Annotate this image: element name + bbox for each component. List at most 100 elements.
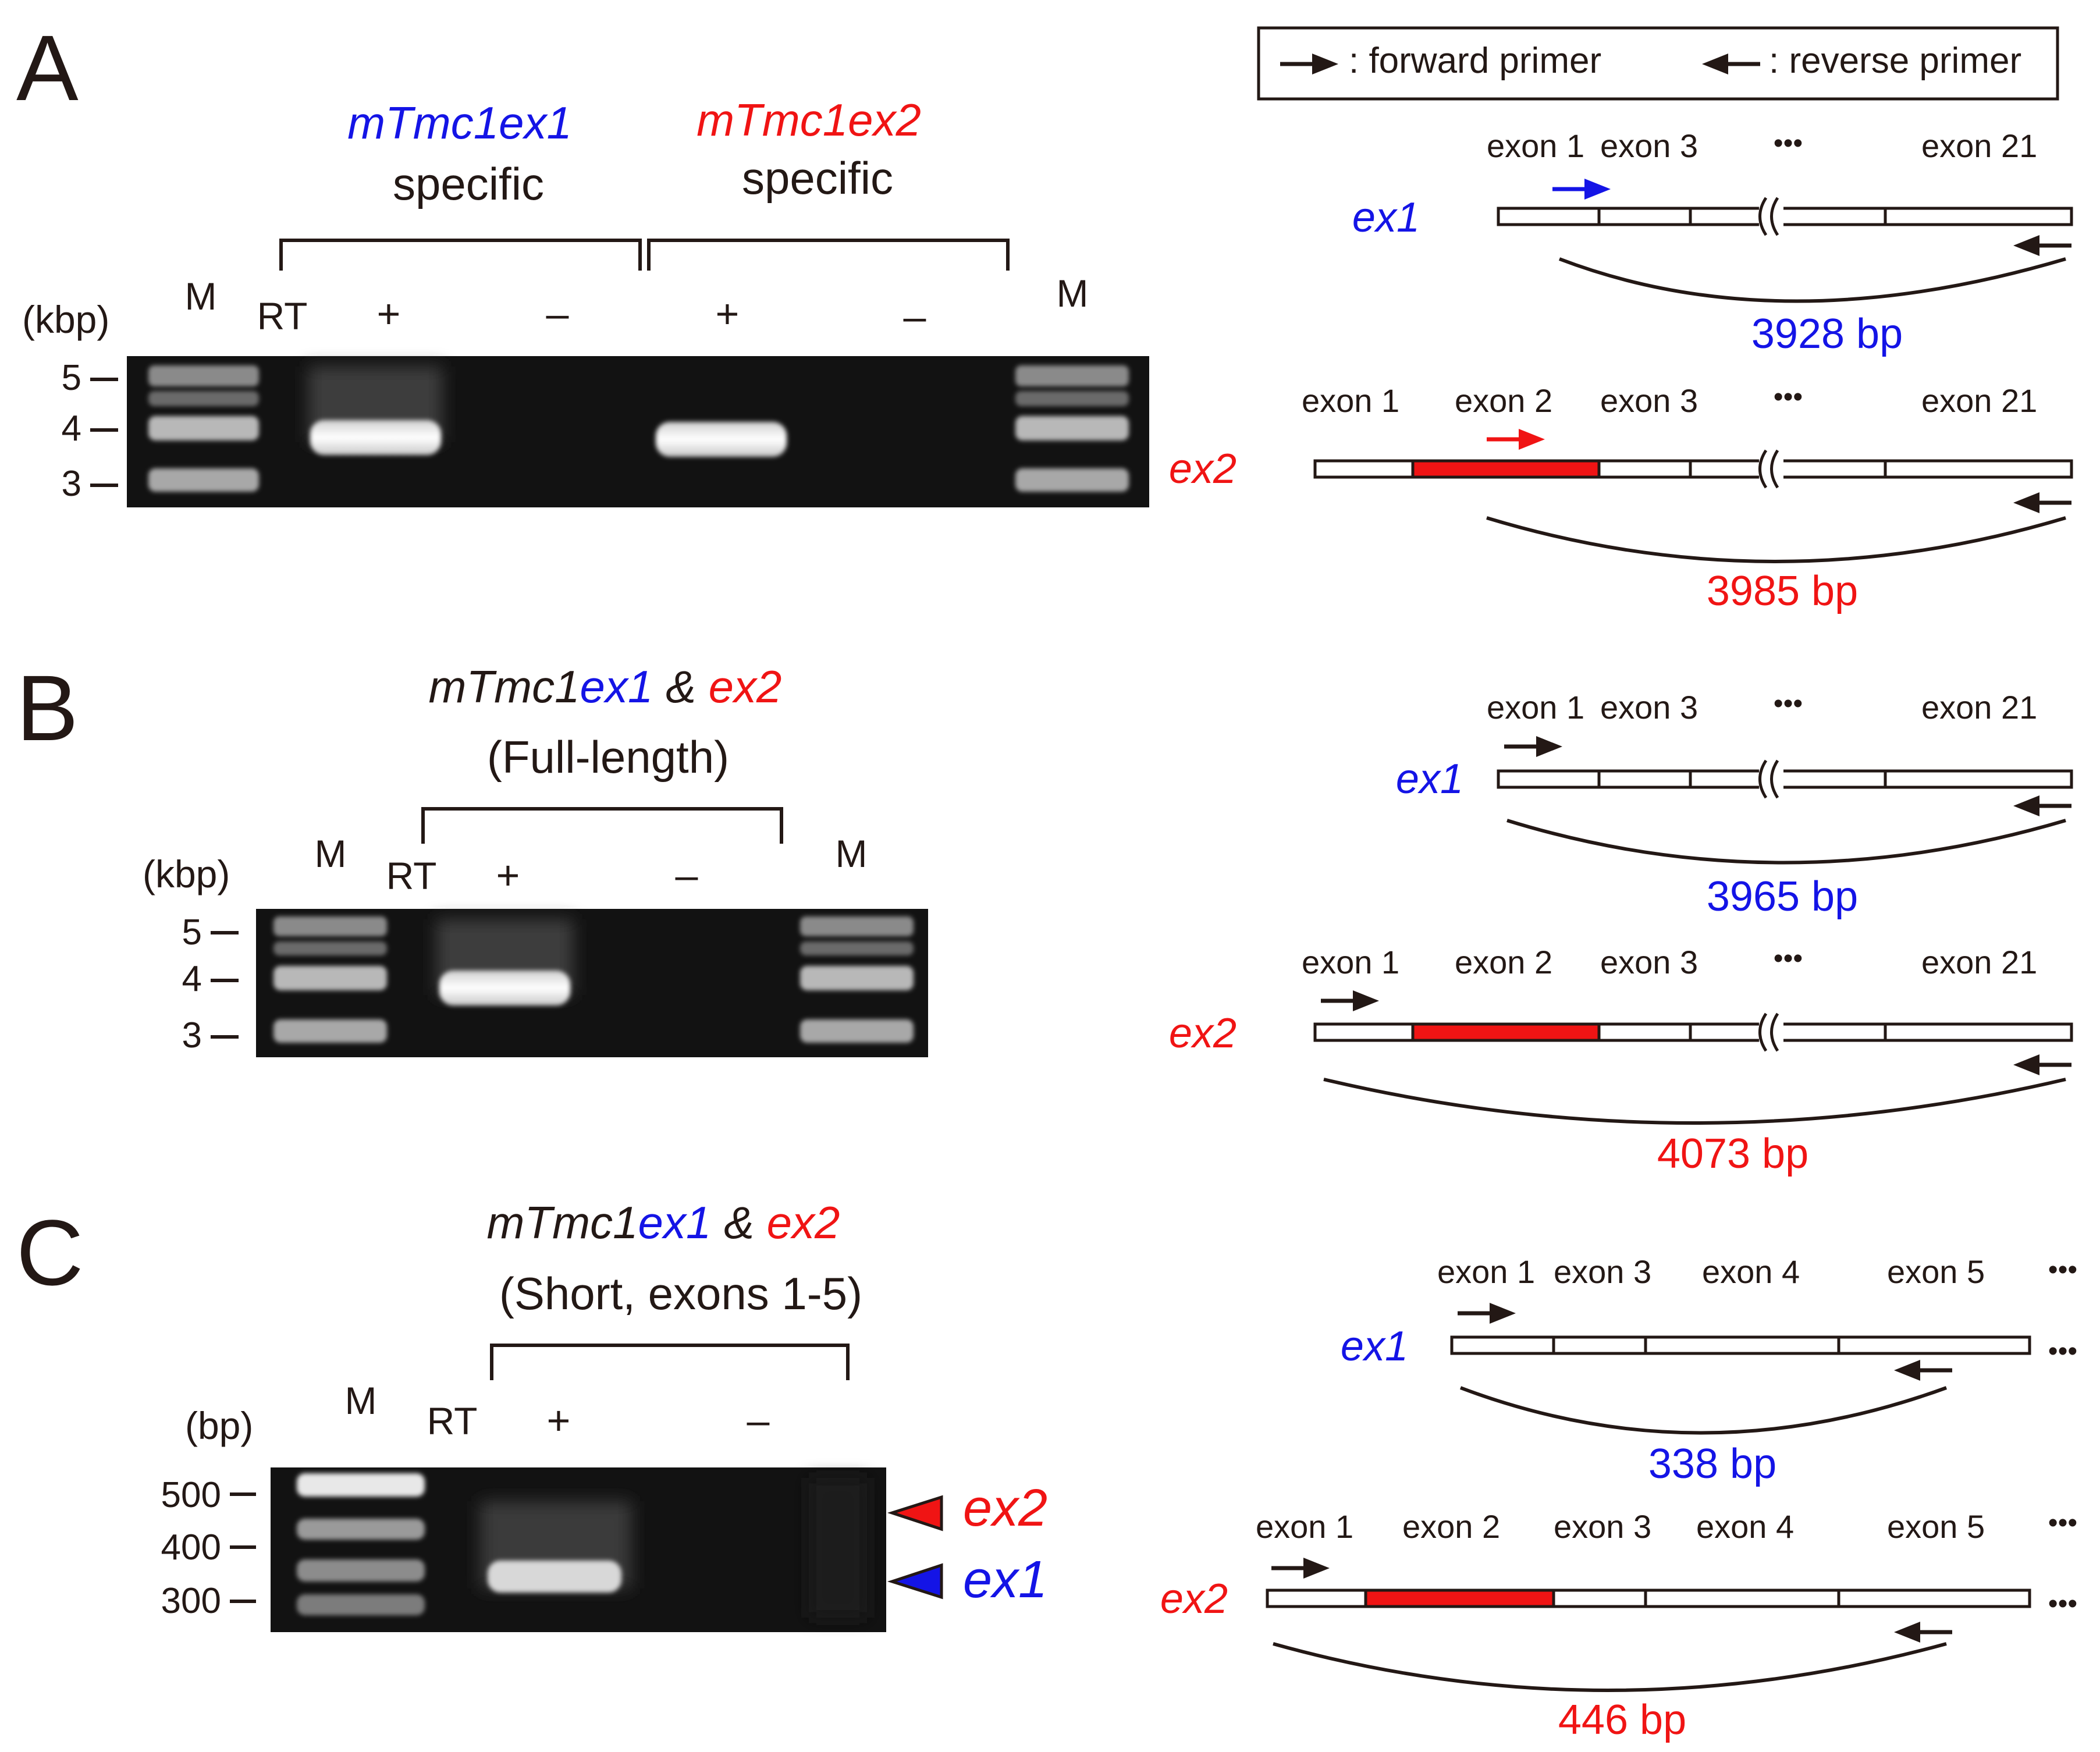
amplicon-arc	[1273, 1642, 1947, 1692]
exon-label: exon 3	[1600, 944, 1698, 980]
exon-label: exon 1	[1302, 382, 1399, 419]
amplicon-arc	[1506, 819, 2066, 865]
panel-letter: C	[16, 1200, 84, 1305]
rt-label: RT	[427, 1399, 478, 1442]
forward-arrow-icon	[1552, 179, 1611, 200]
primer-legend: : forward primer : reverse primer	[1257, 26, 2059, 101]
amplicon-arc	[1486, 516, 2066, 563]
tick-label: 5	[62, 358, 81, 398]
isoform-label: ex1	[1341, 1323, 1408, 1370]
lane-marker: M	[345, 1379, 377, 1422]
ellipsis: •••	[2048, 1255, 2077, 1285]
ellipsis: •••	[1774, 382, 1803, 413]
amplicon-size: 4073 bp	[1657, 1131, 1808, 1177]
tick-label: 5	[182, 912, 202, 953]
reverse-arrow-icon	[2013, 492, 2071, 513]
forward-arrow-icon	[1458, 1303, 1516, 1324]
exon-label: exon 3	[1600, 689, 1698, 726]
lane-marker-right: M	[836, 832, 868, 875]
ellipsis: •••	[1774, 128, 1803, 159]
forward-arrow-icon	[1271, 1558, 1330, 1579]
forward-arrow-icon	[1504, 736, 1562, 757]
exon-label: exon 4	[1702, 1253, 1800, 1290]
gel-image	[256, 909, 928, 1057]
lane-minus-1: –	[546, 291, 569, 336]
forward-arrow-icon	[1487, 429, 1545, 450]
tick-label: 3	[62, 464, 81, 504]
title-ex1-sub: specific	[393, 158, 544, 209]
lane-brackets	[279, 239, 1010, 271]
forward-arrow-icon	[1280, 54, 1338, 74]
rt-label: RT	[386, 854, 437, 897]
amplicon-arc	[1558, 257, 2066, 303]
ellipsis: •••	[1774, 943, 1803, 974]
band-annotations: ex2 ex1	[887, 1479, 1047, 1609]
band-label-ex2: ex2	[963, 1479, 1047, 1537]
exon-label: exon 4	[1696, 1508, 1794, 1545]
gel-image	[271, 1467, 886, 1632]
transcript-ex1: exon 1 exon 3 exon 4 exon 5 ••• ex1 ••• …	[1341, 1253, 2077, 1487]
gel-image	[127, 356, 1149, 507]
ladder	[297, 1473, 425, 1615]
lane-plus-2: +	[716, 291, 740, 336]
ladder-right	[800, 916, 914, 1043]
exon-label: exon 1	[1437, 1253, 1535, 1290]
panel-c: C mTmc1ex1 & ex2 (Short, exons 1-5) (bp)…	[16, 1197, 2077, 1743]
ex2-arrowhead-icon	[887, 1495, 943, 1531]
exon-label: exon 2	[1402, 1508, 1500, 1545]
amplicon-arc	[1459, 1386, 1948, 1435]
exon-label: exon 3	[1554, 1253, 1651, 1290]
lane-bracket	[490, 1344, 850, 1380]
forward-arrow-icon	[1321, 990, 1379, 1011]
isoform-label: ex1	[1396, 756, 1463, 802]
ex1-arrowhead-icon	[887, 1563, 943, 1600]
panel-letter: B	[16, 656, 79, 760]
ellipsis: •••	[2048, 1588, 2077, 1619]
amplicon-arc	[1323, 1078, 2066, 1125]
panel-title: mTmc1ex1 & ex2	[487, 1197, 840, 1248]
ellipsis: •••	[1774, 688, 1803, 719]
lane-plus: +	[496, 852, 520, 898]
transcript-ex2: exon 1 exon 2 exon 3 exon 4 exon 5 ••• e…	[1160, 1508, 2077, 1743]
ladder-right	[1015, 365, 1129, 492]
amplicon-size: 3985 bp	[1707, 568, 1858, 614]
exon-label: exon 5	[1887, 1508, 1985, 1545]
exon-label: exon 5	[1887, 1253, 1985, 1290]
lane-marker-right: M	[1057, 272, 1089, 315]
exon-2-block	[1364, 1588, 1555, 1608]
ellipsis: •••	[2048, 1508, 2077, 1538]
transcript-ex1: exon 1 exon 3 ••• exon 21 ex1 3965 bp	[1396, 688, 2071, 920]
reverse-arrow-icon	[1894, 1622, 1952, 1643]
amplicon-size: 3965 bp	[1707, 873, 1858, 920]
exon-label: exon 21	[1921, 944, 2037, 980]
isoform-label: ex2	[1160, 1576, 1228, 1622]
tick-label: 4	[62, 408, 81, 449]
reverse-arrow-icon	[1894, 1360, 1952, 1381]
exon-label: exon 3	[1554, 1508, 1651, 1545]
panel-subtitle: (Short, exons 1-5)	[499, 1268, 862, 1319]
title-ex1: mTmc1ex1	[347, 97, 572, 148]
panel-a: A mTmc1ex1 specific mTmc1ex2 specific (k…	[16, 16, 2071, 614]
lane-marker-left: M	[315, 832, 347, 875]
panel-letter: A	[16, 16, 79, 120]
unit-label: (bp)	[185, 1404, 253, 1447]
band-ex1	[488, 1561, 621, 1593]
isoform-label: ex1	[1352, 194, 1420, 241]
amplicon-size: 446 bp	[1558, 1697, 1686, 1743]
unit-label: (kbp)	[22, 298, 109, 341]
ellipsis: •••	[2048, 1336, 2077, 1367]
lane-plus: +	[547, 1398, 571, 1443]
unit-label: (kbp)	[143, 852, 230, 895]
transcript-ex1: exon 1 exon 3 ••• exon 21 ex1 3928 bp	[1352, 127, 2071, 357]
size-ticks: 5 4 3	[182, 912, 239, 1056]
tick-label: 3	[182, 1015, 202, 1056]
lane-plus-1: +	[377, 291, 401, 336]
isoform-label: ex2	[1169, 446, 1236, 492]
amplicon-size: 3928 bp	[1751, 311, 1903, 357]
reverse-arrow-icon	[2013, 1054, 2071, 1075]
exon-label: exon 21	[1921, 127, 2037, 164]
tick-label: 4	[182, 959, 202, 999]
band-full-length	[439, 971, 570, 1005]
band-ex1	[310, 420, 441, 455]
